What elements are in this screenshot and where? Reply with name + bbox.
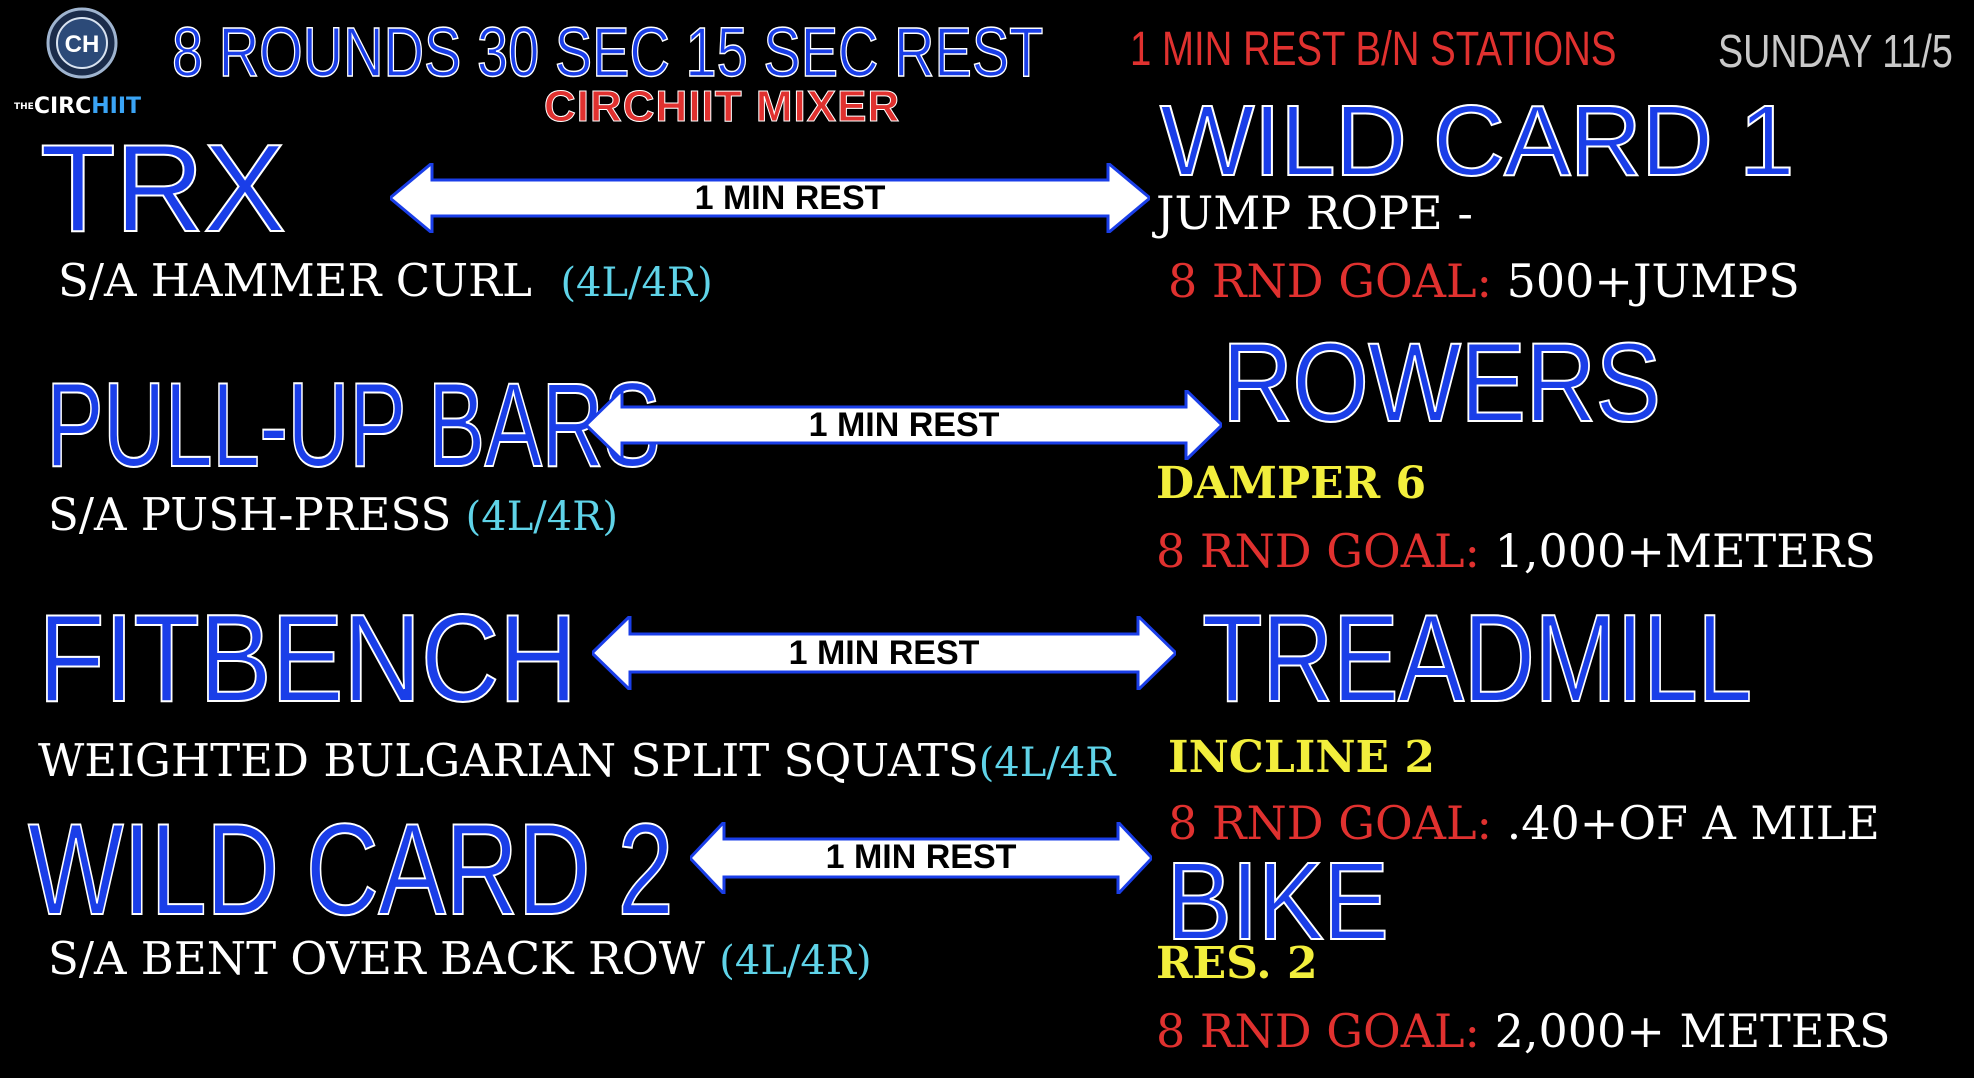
goal-label: 8 RND GOAL: xyxy=(1156,524,1480,578)
station-wildcard1-title: WILD CARD 1 xyxy=(1159,84,1796,198)
exercise-reps: (4L/4R xyxy=(978,740,1116,786)
rest-arrow-label: 1 MIN REST xyxy=(694,179,886,217)
station-pullup-title: PULL-UP BARS xyxy=(45,357,661,493)
workout-date: SUNDAY 11/5 xyxy=(1718,25,1953,77)
station-rowers-title: ROWERS xyxy=(1221,319,1662,446)
goal-label: 8 RND GOAL: xyxy=(1168,254,1492,308)
goal-value: .40+OF A MILE xyxy=(1506,796,1880,850)
logo-name-a: CIRC xyxy=(33,94,92,119)
station-wildcard2-title: WILD CARD 2 xyxy=(27,795,674,943)
station-treadmill-goal: 8 RND GOAL: .40+OF A MILE xyxy=(1168,796,1880,850)
workout-subtitle: CIRCHIIT MIXER xyxy=(543,82,901,132)
station-wildcard2-exercise: S/A BENT OVER BACK ROW (4L/4R) xyxy=(48,932,872,985)
double-arrow-icon xyxy=(592,616,1176,690)
station-fitbench-title: FITBENCH xyxy=(37,589,578,729)
rest-arrow-3: 1 MIN REST xyxy=(592,616,1176,690)
rest-arrow-2: 1 MIN REST xyxy=(586,390,1222,460)
goal-label: 8 RND GOAL: xyxy=(1168,796,1492,850)
station-wildcard1-setting: JUMP ROPE - xyxy=(1156,186,1473,240)
exercise-name: WEIGHTED BULGARIAN SPLIT SQUATS xyxy=(38,734,979,787)
station-rest-note: 1 MIN REST B/N STATIONS xyxy=(1130,23,1617,76)
exercise-reps: (4L/4R) xyxy=(560,260,713,306)
logo-prefix: THE xyxy=(14,102,34,112)
goal-value: 2,000+ METERS xyxy=(1494,1004,1891,1058)
circhiit-logo: CH xyxy=(38,6,126,80)
station-bike-title: BIKE xyxy=(1165,839,1390,964)
station-trx-exercise: S/A HAMMER CURL (4L/4R) xyxy=(58,254,713,307)
exercise-name: S/A BENT OVER BACK ROW xyxy=(48,932,705,985)
workout-title: 8 ROUNDS 30 SEC 15 SEC REST xyxy=(171,12,1044,92)
station-wildcard1-goal: 8 RND GOAL: 500+JUMPS xyxy=(1168,254,1800,308)
exercise-reps: (4L/4R) xyxy=(719,938,872,984)
station-treadmill-setting: INCLINE 2 xyxy=(1168,732,1436,783)
goal-label: 8 RND GOAL: xyxy=(1156,1004,1480,1058)
goal-value: 500+JUMPS xyxy=(1506,254,1800,308)
exercise-name: S/A PUSH-PRESS xyxy=(48,488,452,541)
double-arrow-icon xyxy=(390,163,1150,233)
logo-wordmark: THECIRCHIIT xyxy=(14,94,141,119)
exercise-reps: (4L/4R) xyxy=(465,494,618,540)
goal-value: 1,000+METERS xyxy=(1494,524,1876,578)
double-arrow-icon xyxy=(690,822,1152,894)
rest-arrow-label: 1 MIN REST xyxy=(788,634,980,672)
station-bike-goal: 8 RND GOAL: 2,000+ METERS xyxy=(1156,1004,1891,1058)
logo-emblem-icon: CH xyxy=(46,7,118,79)
double-arrow-icon xyxy=(586,390,1222,460)
logo-name-b: HIIT xyxy=(91,94,142,119)
station-treadmill-title: TREADMILL xyxy=(1201,589,1753,729)
station-fitbench-exercise: WEIGHTED BULGARIAN SPLIT SQUATS(4L/4R xyxy=(38,734,1138,787)
rest-arrow-label: 1 MIN REST xyxy=(808,406,1000,444)
station-rowers-setting: DAMPER 6 xyxy=(1156,458,1427,509)
rest-arrow-4: 1 MIN REST xyxy=(690,822,1152,894)
rest-arrow-1: 1 MIN REST xyxy=(390,163,1150,233)
exercise-name: S/A HAMMER CURL xyxy=(58,254,532,307)
station-rowers-goal: 8 RND GOAL: 1,000+METERS xyxy=(1156,524,1876,578)
station-bike-setting: RES. 2 xyxy=(1156,938,1318,989)
rest-arrow-label: 1 MIN REST xyxy=(825,838,1017,876)
station-pullup-exercise: S/A PUSH-PRESS (4L/4R) xyxy=(48,488,618,541)
station-trx-title: TRX xyxy=(39,119,287,259)
logo-monogram: CH xyxy=(65,31,100,58)
